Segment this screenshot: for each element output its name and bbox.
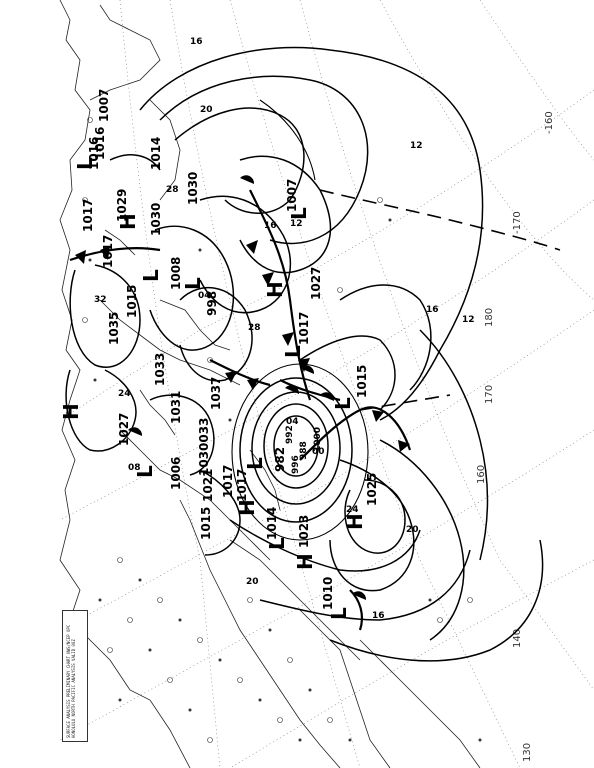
longitude-label: 180 bbox=[484, 308, 495, 327]
grid-labels: -160 -170 180 170 160 140 130 bbox=[476, 111, 555, 762]
fronts bbox=[69, 175, 412, 631]
pressure-label: 1017 bbox=[101, 235, 115, 268]
high-center: H bbox=[116, 213, 140, 230]
pressure-label: 996 bbox=[291, 455, 301, 474]
low-center: L bbox=[243, 457, 267, 470]
low-pressure-value: 1007 bbox=[285, 179, 299, 212]
high-center: H bbox=[343, 513, 367, 530]
pressure-label: 1007 bbox=[97, 89, 111, 122]
troughs bbox=[319, 189, 561, 411]
high-center: H bbox=[235, 499, 259, 516]
chart-legend-box: SURFACE ANALYSIS PRELIMINARY CHART NWS/N… bbox=[62, 610, 88, 742]
pressure-label: 1000 bbox=[313, 427, 323, 452]
pressure-label: 1031 bbox=[169, 391, 183, 424]
isobar-label: 24 bbox=[118, 389, 131, 399]
low-center: L bbox=[133, 465, 157, 478]
pressure-label: 1014 bbox=[149, 137, 163, 170]
pressure-label: 988 bbox=[299, 441, 309, 460]
pressure-label: 992 bbox=[285, 425, 295, 444]
pressure-label: 1016 bbox=[87, 137, 101, 170]
pressure-label: 1017 bbox=[81, 199, 95, 232]
isobar-label: 04 bbox=[286, 417, 299, 427]
pressure-label: 1015 bbox=[125, 285, 139, 318]
isobar-label: 04 bbox=[198, 291, 211, 301]
pressure-label: 1030 bbox=[149, 203, 163, 236]
low-center: L bbox=[331, 397, 355, 410]
isobar-label: 16 bbox=[190, 37, 203, 47]
high-pressure-value: 1030 bbox=[186, 172, 200, 205]
isobar-labels: 16 20 12 28 32 24 08 04 04 00 12 16 20 2… bbox=[94, 37, 475, 621]
coastlines bbox=[59, 0, 481, 768]
pressure-labels: 1007 1016 1014 1017 1029 1030 1015 1033 … bbox=[81, 89, 323, 540]
longitude-label: 140 bbox=[512, 629, 523, 648]
isobar-label: 00 bbox=[312, 447, 325, 457]
low-pressure-value: 1015 bbox=[355, 365, 369, 398]
low-pressure-value: 1008 bbox=[169, 257, 183, 290]
longitude-label: 160 bbox=[476, 465, 487, 484]
isobar-label: 28 bbox=[248, 323, 261, 333]
longitude-label: 130 bbox=[522, 743, 533, 762]
high-pressure-value: 1035 bbox=[107, 312, 121, 345]
high-center: H bbox=[263, 281, 287, 298]
station-plots bbox=[82, 117, 482, 743]
isobar-label: 20 bbox=[406, 525, 419, 535]
low-center: L bbox=[139, 269, 163, 282]
low-pressure-value: 1006 bbox=[169, 457, 183, 490]
low-center: L bbox=[265, 537, 289, 550]
high-center: H bbox=[59, 403, 83, 420]
high-pressure-value: 1017 bbox=[235, 469, 249, 502]
high-center: H bbox=[293, 553, 317, 570]
isobar-label: 08 bbox=[128, 463, 141, 473]
isobar-label: 16 bbox=[264, 221, 277, 231]
low-center: L bbox=[287, 207, 311, 220]
longitude-label: -160 bbox=[544, 111, 555, 134]
isobar-label: 20 bbox=[200, 105, 213, 115]
isobar-label: 24 bbox=[346, 505, 359, 515]
isobar-label: 16 bbox=[372, 611, 385, 621]
graticule bbox=[59, 0, 594, 768]
low-center: L bbox=[73, 157, 97, 170]
low-pressure-value: 1016 bbox=[93, 127, 107, 160]
low-center: L bbox=[281, 345, 305, 358]
pressure-label: 1029 bbox=[115, 189, 129, 222]
isobar-label: 12 bbox=[462, 315, 475, 325]
pressure-label: 1021 bbox=[201, 469, 215, 502]
pressure-label: 1030033 bbox=[197, 418, 211, 476]
low-pressure-value: 1017 bbox=[297, 312, 311, 345]
low-pressure-value: 998 bbox=[205, 291, 219, 316]
isobar-label: 12 bbox=[410, 141, 423, 151]
isobar-label: 28 bbox=[166, 185, 179, 195]
pressure-label: 1015 bbox=[199, 507, 213, 540]
pressure-label: 1033 bbox=[153, 353, 167, 386]
isobar-label: 32 bbox=[94, 295, 107, 305]
low-center: L bbox=[181, 277, 205, 290]
isobar-label: 20 bbox=[246, 577, 259, 587]
high-pressure-value: 1027 bbox=[117, 413, 131, 446]
isobar-label: 16 bbox=[426, 305, 439, 315]
pressure-label: 1037 bbox=[209, 377, 223, 410]
low-pressure-value: 1014 bbox=[265, 507, 279, 540]
high-pressure-value: 1023 bbox=[297, 515, 311, 548]
pressure-label: 1017 bbox=[221, 465, 235, 498]
high-pressure-value: 1025 bbox=[365, 473, 379, 506]
isobar-label: 12 bbox=[290, 219, 303, 229]
longitude-label: -170 bbox=[512, 211, 523, 234]
longitude-label: 170 bbox=[484, 385, 495, 404]
low-center: L bbox=[327, 607, 351, 620]
low-pressure-value: 982 bbox=[273, 447, 287, 472]
low-pressure-value: 1010 bbox=[321, 577, 335, 610]
pressure-centers: H 1027 H 1025 1035 H 1030 H 1027 H 1023 … bbox=[59, 127, 379, 620]
chart-legend-text: SURFACE ANALYSIS PRELIMINARY CHART NWS/N… bbox=[66, 624, 76, 738]
high-pressure-value: 1027 bbox=[309, 267, 323, 300]
